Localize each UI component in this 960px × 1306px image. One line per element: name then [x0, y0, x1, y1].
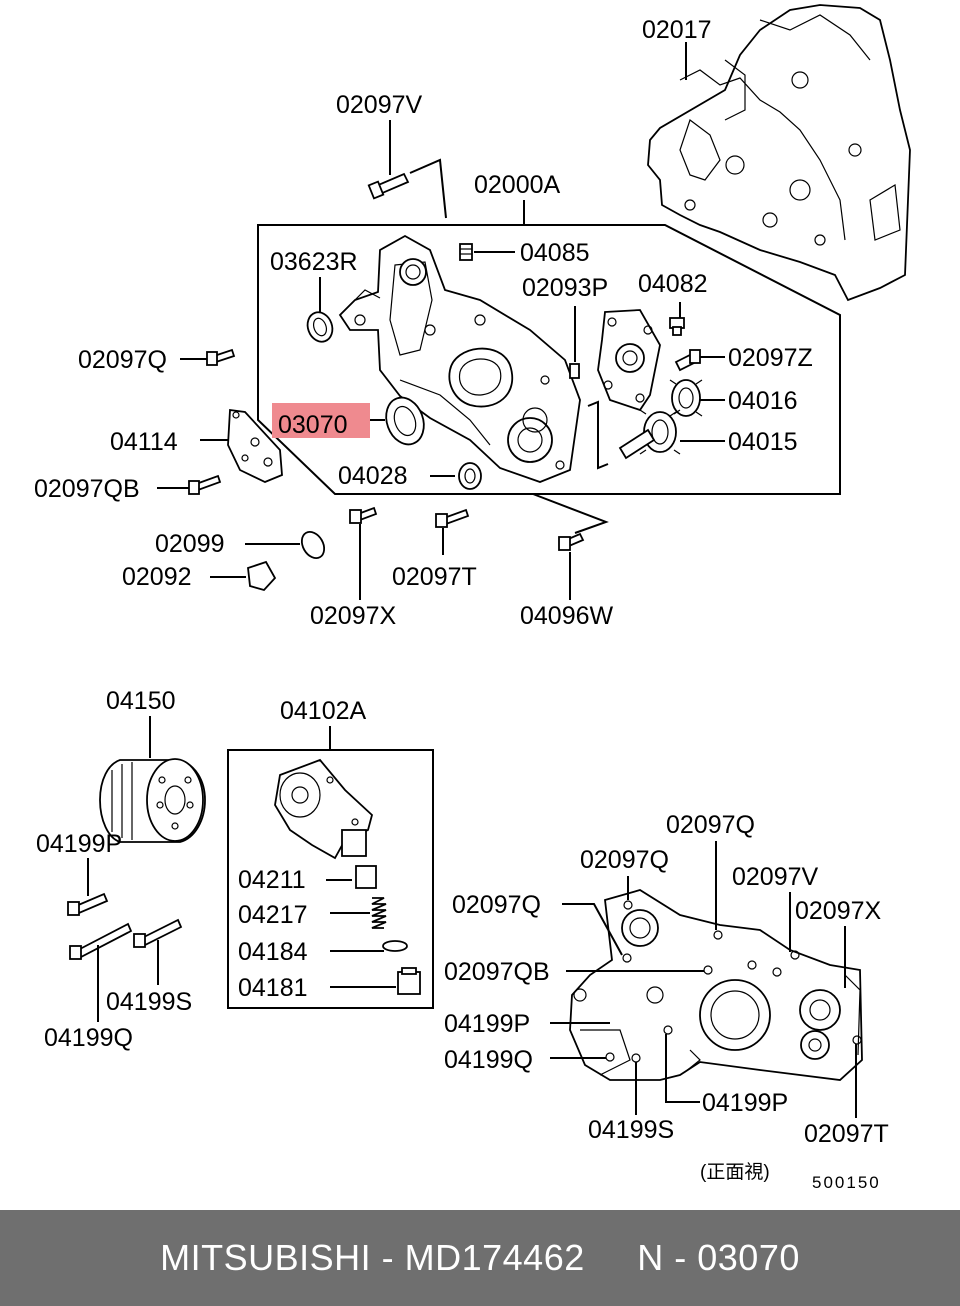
parts-diagram: 02017 02097V 02000A 03623R	[34, 4, 911, 1192]
bolt-04199P-left-drawing	[67, 892, 109, 916]
plug-04181-drawing	[397, 967, 421, 995]
label-03623R: 03623R	[270, 248, 358, 276]
label-02097V-r: 02097V	[732, 863, 819, 891]
highlight-03070	[272, 403, 370, 438]
front-view-note: (正面視)	[700, 1161, 770, 1183]
spring-04217-drawing	[371, 897, 387, 929]
label-04085: 04085	[520, 239, 590, 267]
label-02097Q-r1: 02097Q	[666, 811, 755, 839]
label-02000A: 02000A	[474, 171, 561, 199]
label-03070: 03070	[278, 411, 348, 439]
plug-04085-drawing	[459, 243, 473, 261]
part-number-banner: MITSUBISHI - MD174462 N - 03070	[0, 1210, 960, 1306]
part-number-text: MITSUBISHI - MD174462 N - 03070	[160, 1237, 800, 1278]
label-04181: 04181	[238, 974, 308, 1002]
bolt-02097X-mid-drawing	[349, 506, 378, 524]
screw-02097Z-drawing	[674, 349, 701, 372]
gasket-04114-drawing	[227, 408, 283, 483]
front-view-case-drawing	[569, 889, 863, 1081]
label-04016: 04016	[728, 387, 798, 415]
oil-seal-04028-drawing	[458, 462, 482, 490]
filter-bracket-drawing	[274, 758, 374, 860]
bolt-02097Q-left-drawing	[206, 348, 236, 366]
pump-cover-drawing	[597, 309, 661, 412]
assembly-box-02000A	[257, 224, 841, 495]
label-04096W: 04096W	[520, 602, 614, 630]
oil-seal-03070-drawing	[385, 396, 425, 446]
label-04217: 04217	[238, 901, 308, 929]
bolt-04199Q-left-drawing	[69, 922, 133, 960]
label-04211: 04211	[238, 866, 306, 894]
bolt-02097T-mid-drawing	[435, 508, 470, 528]
label-04199P-left: 04199P	[36, 830, 122, 858]
label-04082: 04082	[638, 270, 708, 298]
label-04199P-r1: 04199P	[444, 1010, 530, 1038]
label-02097QB-r: 02097QB	[444, 958, 550, 986]
oil-seal-03623R-drawing	[306, 311, 334, 343]
label-02097Q-left: 02097Q	[78, 346, 167, 374]
oil-filter-04150-drawing	[99, 758, 206, 843]
label-04150: 04150	[106, 687, 176, 715]
label-02097V-top: 02097V	[336, 91, 423, 119]
label-02099: 02099	[155, 530, 225, 558]
label-04015: 04015	[728, 428, 798, 456]
label-02093P: 02093P	[522, 274, 608, 302]
washer-04184-drawing	[382, 940, 408, 952]
front-case-drawing	[338, 234, 581, 483]
screw-04082-drawing	[669, 317, 685, 336]
assembly-box-04102A	[227, 749, 434, 1009]
label-04102A: 04102A	[280, 697, 367, 725]
label-02097T-r: 02097T	[804, 1120, 889, 1148]
plunger-04211-drawing	[355, 865, 377, 889]
label-02097X-mid: 02097X	[310, 602, 397, 630]
engine-block-drawing	[647, 4, 911, 302]
label-04114: 04114	[110, 428, 178, 456]
bolt-02097V-drawing	[367, 172, 410, 200]
label-04199S-r: 04199S	[588, 1116, 674, 1144]
gear-shaft-04015-drawing	[618, 409, 681, 460]
gear-04016-drawing	[669, 379, 703, 417]
gasket-02092-drawing	[247, 560, 277, 592]
label-02097Q-r3: 02097Q	[452, 891, 541, 919]
o-ring-02099-drawing	[300, 530, 326, 560]
label-04199Q-left: 04199Q	[44, 1024, 133, 1052]
label-02092: 02092	[122, 563, 192, 591]
label-04199P-r2: 04199P	[702, 1089, 788, 1117]
label-02017: 02017	[642, 16, 712, 44]
label-04199S-left: 04199S	[106, 988, 192, 1016]
bolt-04096W-drawing	[558, 532, 585, 551]
bolt-04199S-left-drawing	[133, 918, 183, 948]
pin-02093P-drawing	[569, 363, 580, 379]
label-02097Z: 02097Z	[728, 344, 813, 372]
label-02097T-mid: 02097T	[392, 563, 477, 591]
label-04184: 04184	[238, 938, 308, 966]
label-02097X-r: 02097X	[795, 897, 882, 925]
diagram-number: 500150	[812, 1173, 881, 1192]
label-04028: 04028	[338, 462, 408, 490]
label-02097QB-left: 02097QB	[34, 475, 140, 503]
label-04199Q-r: 04199Q	[444, 1046, 533, 1074]
label-02097Q-r2: 02097Q	[580, 846, 669, 874]
bolt-02097QB-left-drawing	[188, 474, 222, 495]
